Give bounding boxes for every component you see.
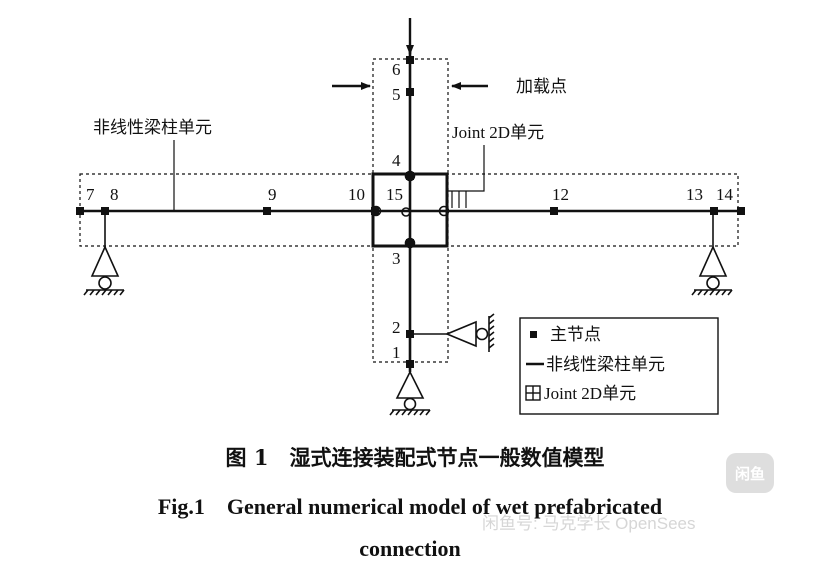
legend-node-symbol: [530, 331, 537, 338]
caption-english-line1: Fig.1 General numerical model of wet pre…: [158, 494, 662, 519]
loading-point-label: 加载点: [516, 77, 567, 96]
caption-chinese: 图 1 湿式连接装配式节点一般数值模型: [226, 445, 605, 470]
node-label-2: 2: [392, 318, 401, 337]
legend-nonlinear-element: 非线性梁柱单元: [546, 355, 665, 374]
main-nodes: [76, 56, 745, 368]
right-beam-support: [691, 212, 733, 296]
legend-main-node: 主节点: [550, 325, 601, 344]
caption-english-line2: connection: [359, 536, 460, 561]
joint-spring-comb: [451, 191, 467, 208]
node-label-7: 7: [86, 185, 95, 204]
horizontal-roller-support: [414, 313, 495, 352]
node-label-8: 8: [110, 185, 119, 204]
node-label-13: 13: [686, 185, 703, 204]
joint-element-label: Joint 2D单元: [452, 123, 544, 142]
node-label-14: 14: [716, 185, 734, 204]
left-beam-support: [83, 212, 125, 296]
spring-symbols: [370, 170, 450, 249]
node-label-10: 10: [348, 185, 365, 204]
legend-box: [519, 317, 719, 415]
node-label-4: 4: [392, 151, 401, 170]
node-label-15: 15: [386, 185, 403, 204]
legend-joint-symbol: [525, 385, 541, 401]
column-base-support: [389, 370, 431, 416]
node-label-3: 3: [392, 249, 401, 268]
watermark-logo-text: 闲鱼: [735, 465, 765, 483]
node-label-12: 12: [552, 185, 569, 204]
legend-joint-element: Joint 2D单元: [544, 384, 636, 403]
joint-leader-line: [448, 145, 485, 192]
node-label-9: 9: [268, 185, 277, 204]
watermark-logo-badge: [726, 453, 774, 493]
watermark-text: 闲鱼号: 马克学长 OpenSees: [482, 514, 696, 533]
node-label-6: 6: [392, 60, 401, 79]
node-label-5: 5: [392, 85, 401, 104]
nonlinear-element-label: 非线性梁柱单元: [93, 118, 212, 137]
node-label-1: 1: [392, 343, 401, 362]
